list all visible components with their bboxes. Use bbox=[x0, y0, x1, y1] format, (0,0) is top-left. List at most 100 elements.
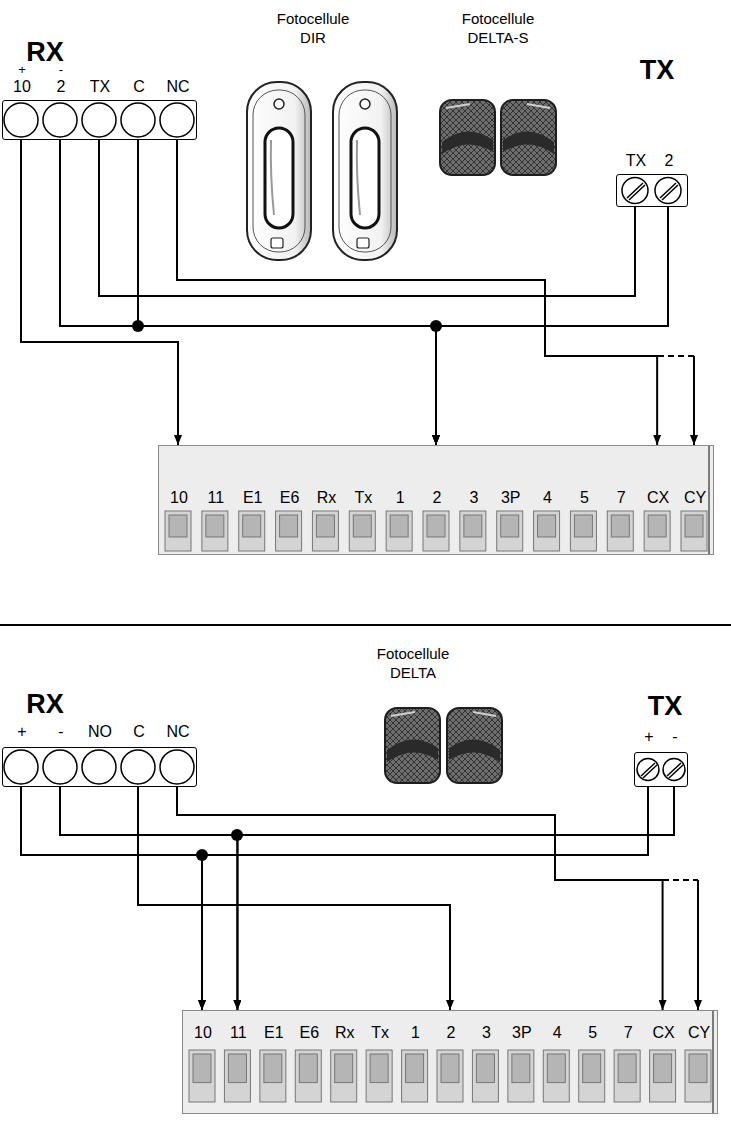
terminal-label: CX bbox=[652, 1025, 674, 1041]
terminal-slot bbox=[685, 515, 703, 537]
wire bbox=[436, 207, 668, 445]
terminal-label: 3 bbox=[469, 490, 478, 506]
terminal-label: 7 bbox=[624, 1025, 633, 1041]
terminal-slot bbox=[611, 515, 629, 537]
terminal-cell bbox=[189, 1050, 215, 1102]
terminal-slot bbox=[538, 515, 556, 537]
wire bbox=[60, 787, 237, 1010]
terminal-label: 10 bbox=[194, 1025, 212, 1041]
terminal-cell bbox=[644, 511, 670, 551]
terminal-label: 1 bbox=[411, 1025, 420, 1041]
wire bbox=[60, 140, 668, 326]
rx-terminal-block: RX+-NOCNC bbox=[2, 747, 197, 787]
terminal-slot bbox=[512, 1054, 530, 1083]
delta-s-photocell bbox=[501, 100, 556, 175]
device-caption: Fotocellule DIR bbox=[263, 10, 363, 48]
terminal-label: - bbox=[59, 63, 63, 76]
terminal-cell bbox=[614, 1050, 640, 1102]
terminal-cell bbox=[543, 1050, 569, 1102]
terminal-cell bbox=[437, 1050, 463, 1102]
terminal-cell bbox=[349, 511, 375, 551]
terminal-slot bbox=[501, 515, 519, 537]
terminal-label: C bbox=[133, 79, 145, 95]
terminal-slot bbox=[243, 515, 261, 537]
terminal-cell bbox=[165, 511, 191, 551]
terminal-cell bbox=[579, 1050, 605, 1102]
terminal-label: + bbox=[644, 729, 653, 745]
block-heading: TX bbox=[640, 57, 675, 84]
terminal-label: Rx bbox=[335, 1025, 355, 1041]
terminal-label: 2 bbox=[433, 490, 442, 506]
terminal-slot bbox=[583, 1054, 601, 1083]
terminal-label: 11 bbox=[208, 490, 225, 506]
terminal-cell bbox=[460, 511, 486, 551]
wire bbox=[21, 787, 202, 1010]
terminal-cell bbox=[366, 1050, 392, 1102]
terminal-cell bbox=[508, 1050, 534, 1102]
tx-terminal-block: TX+- bbox=[634, 752, 688, 787]
terminal-label: Tx bbox=[371, 1025, 389, 1041]
terminal-label: 10 bbox=[13, 79, 31, 95]
terminal-cell bbox=[331, 1050, 357, 1102]
terminal-cell bbox=[607, 511, 633, 551]
terminal-cell bbox=[224, 1050, 250, 1102]
terminal-label: CX bbox=[647, 490, 669, 506]
terminal-cell bbox=[534, 511, 560, 551]
wire bbox=[177, 140, 657, 445]
terminal-label: NC bbox=[166, 724, 189, 740]
terminal-label: 7 bbox=[617, 490, 626, 506]
terminal-slot bbox=[547, 1054, 565, 1083]
delta-s-photocell bbox=[440, 100, 495, 175]
terminal-label: Tx bbox=[354, 490, 372, 506]
device-caption: Fotocellule DELTA bbox=[358, 645, 468, 683]
terminal-label: - bbox=[672, 729, 677, 745]
terminal-label: 2 bbox=[447, 1025, 456, 1041]
terminal-slot bbox=[406, 1054, 424, 1083]
terminal-cell bbox=[312, 511, 338, 551]
wire bbox=[99, 140, 635, 296]
terminal-label: 4 bbox=[553, 1025, 562, 1041]
wire bbox=[60, 140, 436, 445]
wire bbox=[202, 787, 648, 1010]
terminal-label: E6 bbox=[299, 1025, 319, 1041]
terminal-label: E6 bbox=[280, 490, 300, 506]
block-heading: TX bbox=[648, 693, 683, 720]
terminal-slot bbox=[316, 515, 334, 537]
terminal-label: NO bbox=[88, 724, 112, 740]
wire bbox=[177, 787, 663, 1010]
terminal-label: 11 bbox=[230, 1025, 247, 1041]
terminal-slot bbox=[299, 1054, 317, 1083]
dir-photocell bbox=[247, 82, 311, 260]
terminal-cell bbox=[685, 1050, 711, 1102]
terminal-slot bbox=[648, 515, 666, 537]
terminal-label: TX bbox=[626, 153, 646, 169]
terminal-label: 2 bbox=[665, 153, 674, 169]
terminal-label: 5 bbox=[588, 1025, 597, 1041]
terminal-cell bbox=[472, 1050, 498, 1102]
terminal-slot bbox=[353, 515, 371, 537]
terminal-cell bbox=[423, 511, 449, 551]
terminal-label: E1 bbox=[243, 490, 263, 506]
terminal-cells bbox=[158, 445, 718, 1114]
terminal-label: TX bbox=[90, 79, 110, 95]
terminal-cell bbox=[386, 511, 412, 551]
terminal-slot bbox=[390, 515, 408, 537]
terminal-slot bbox=[280, 515, 298, 537]
wire bbox=[138, 140, 436, 445]
terminal-label: Rx bbox=[317, 490, 337, 506]
terminal-slot bbox=[228, 1054, 246, 1083]
terminal-slot bbox=[264, 1054, 282, 1083]
terminal-label: - bbox=[58, 724, 63, 740]
wire bbox=[60, 787, 674, 835]
terminal-cell bbox=[650, 1050, 676, 1102]
terminal-cell bbox=[497, 511, 523, 551]
terminal-slot bbox=[464, 515, 482, 537]
block-heading: RX bbox=[26, 691, 64, 718]
terminal-cell bbox=[239, 511, 265, 551]
terminal-slot bbox=[427, 515, 445, 537]
terminal-slot bbox=[335, 1054, 353, 1083]
board-ground bbox=[182, 1010, 718, 1114]
terminal-slot bbox=[476, 1054, 494, 1083]
